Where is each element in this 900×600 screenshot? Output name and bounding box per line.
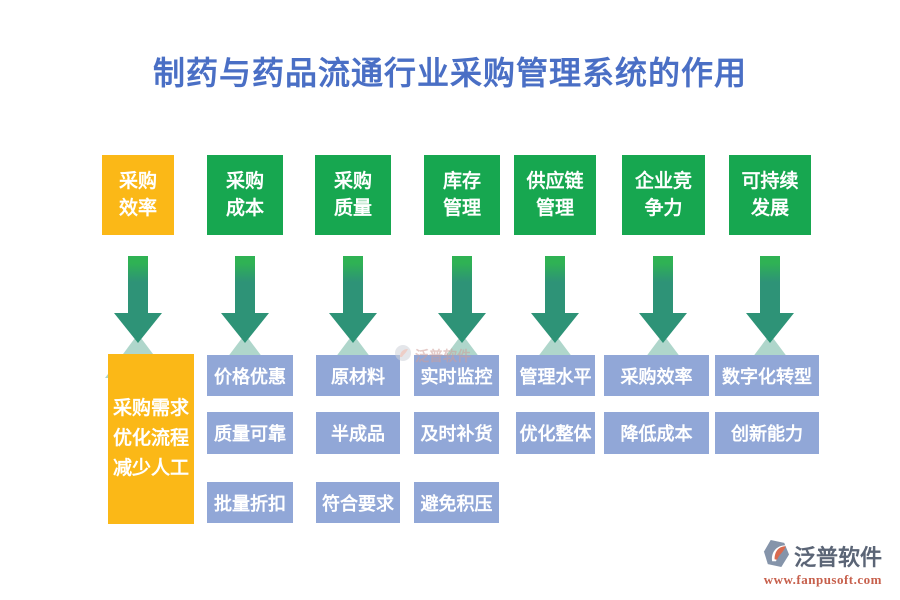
item-box: 避免积压 [414,482,499,523]
top-box-inventory-management: 库存 管理 [424,155,500,235]
item-box: 实时监控 [414,355,499,396]
item-box: 数字化转型 [715,355,819,396]
item-box: 符合要求 [316,482,400,523]
down-arrow-head-icon [114,313,162,343]
down-arrow-head-icon [746,313,794,343]
down-arrow-icon [343,256,363,314]
down-arrow-icon [760,256,780,314]
item-box: 价格优惠 [207,355,293,396]
footer-brand-name: 泛普软件 [793,545,882,570]
item-box: 质量可靠 [207,412,293,454]
top-box-enterprise-competitiveness: 企业竞 争力 [622,155,705,235]
item-box: 创新能力 [715,412,819,454]
down-arrow-head-icon [531,313,579,343]
down-arrow-head-icon [329,313,377,343]
page-title: 制药与药品流通行业采购管理系统的作用 [152,55,747,91]
footer-brand-block: 泛普软件 www.fanpusoft.com [763,539,882,588]
item-box: 批量折扣 [207,482,293,523]
top-box-procurement-quality: 采购 质量 [315,155,391,235]
item-box: 管理水平 [516,355,595,396]
item-box: 降低成本 [604,412,709,454]
down-arrow-icon [653,256,673,314]
down-arrow-icon [545,256,565,314]
down-arrow-head-icon [639,313,687,343]
top-box-sustainable-development: 可持续 发展 [729,155,811,235]
down-arrow-icon [452,256,472,314]
item-box: 采购效率 [604,355,709,396]
item-box: 半成品 [316,412,400,454]
item-box: 及时补货 [414,412,499,454]
result-panel-purchasing-efficiency: 采购需求 优化流程 减少人工 [108,354,194,524]
down-arrow-icon [235,256,255,314]
item-box: 优化整体 [516,412,595,454]
top-box-supply-chain-management: 供应链 管理 [514,155,596,235]
top-box-purchasing-efficiency: 采购 效率 [102,155,174,235]
top-box-procurement-cost: 采购 成本 [207,155,283,235]
down-arrow-icon [128,256,148,314]
down-arrow-head-icon [221,313,269,343]
item-box: 原材料 [316,355,400,396]
fanpu-logo-icon [763,539,790,573]
footer-url: www.fanpusoft.com [763,572,882,587]
down-arrow-head-icon [438,313,486,343]
